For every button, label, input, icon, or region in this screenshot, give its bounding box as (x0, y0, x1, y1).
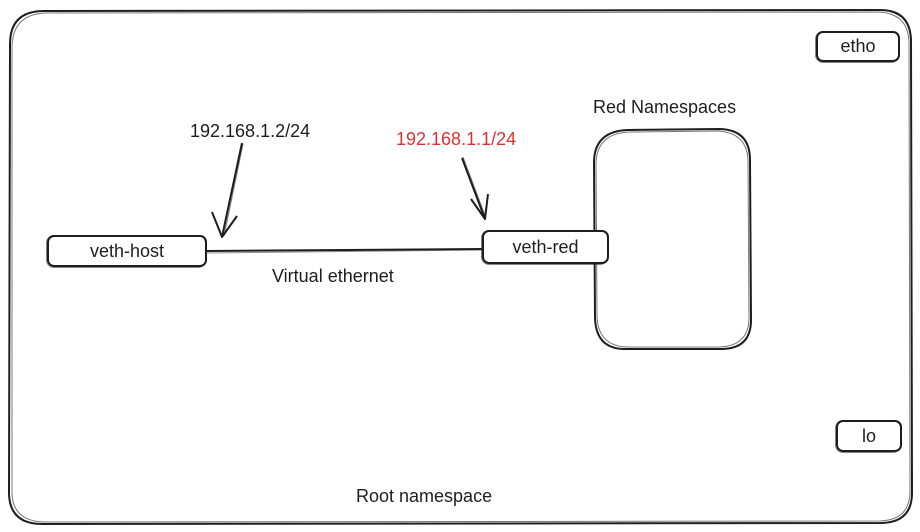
lo-interface-box: lo (835, 420, 902, 453)
virtual-ethernet-link (206, 248, 483, 252)
veth-host-label: veth-host (89, 240, 165, 261)
root-namespace-title: Root namespace (356, 486, 493, 506)
host-ip-arrow-shaft (221, 142, 243, 238)
veth-red-label: veth-red (512, 236, 579, 257)
etho-interface-box: etho (815, 31, 900, 63)
lo-interface-label: lo (861, 425, 876, 446)
veth-host-box: veth-host (46, 235, 207, 268)
red-ip-arrow-head (470, 193, 489, 220)
red-ip-label: 192.168.1.1/24 (396, 129, 517, 149)
red-ip-arrow-shaft (461, 157, 486, 220)
virtual-ethernet-label: Virtual ethernet (272, 266, 394, 286)
veth-red-box: veth-red (481, 230, 609, 265)
host-ip-label: 192.168.1.2/24 (190, 121, 311, 141)
root-namespace-frame-sketch (11, 11, 911, 523)
red-namespace-box (592, 127, 753, 350)
red-namespace-box-sketch (595, 130, 750, 348)
red-namespace-title: Red Namespaces (593, 97, 737, 117)
root-namespace-frame (7, 8, 914, 526)
host-ip-arrow-head (211, 211, 238, 238)
etho-interface-label: etho (840, 36, 876, 56)
